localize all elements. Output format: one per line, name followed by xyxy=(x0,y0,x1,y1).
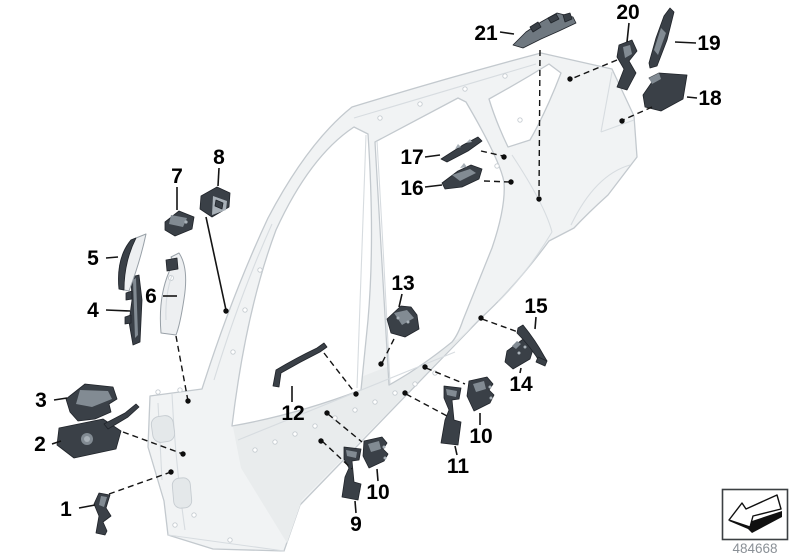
callout-16[interactable]: 16 xyxy=(400,177,423,200)
callout-14[interactable]: 14 xyxy=(509,373,533,396)
attachment-dots xyxy=(168,76,625,475)
installation-direction-arrow-icon xyxy=(728,494,782,533)
callout-15[interactable]: 15 xyxy=(524,295,548,318)
part-shape-13 xyxy=(386,305,420,338)
callout-13[interactable]: 13 xyxy=(391,272,414,295)
front-door-opening xyxy=(231,126,373,427)
part-shape-18 xyxy=(642,72,688,112)
rear-door-opening xyxy=(374,97,505,386)
part-shape-6 xyxy=(159,252,187,336)
callout-10-rear[interactable]: 10 xyxy=(469,425,492,448)
part-shape-17 xyxy=(440,136,483,163)
diagram-footer: 484668 xyxy=(721,488,789,556)
callout-10-front[interactable]: 10 xyxy=(366,481,389,504)
part-shape-12 xyxy=(272,342,328,388)
part-shape-10-front xyxy=(362,436,389,469)
callout-5[interactable]: 5 xyxy=(87,247,99,270)
document-number: 484668 xyxy=(732,541,777,556)
part-shape-15 xyxy=(516,324,548,367)
part-shape-11 xyxy=(440,385,462,446)
part-shape-19 xyxy=(648,7,675,69)
callout-11[interactable]: 11 xyxy=(447,455,470,478)
callout-17[interactable]: 17 xyxy=(400,146,423,169)
callout-4[interactable]: 4 xyxy=(87,299,99,322)
part-shape-16 xyxy=(441,163,483,190)
part-shape-2 xyxy=(56,403,140,459)
part-shape-10-rear xyxy=(466,376,495,412)
part-shape-8 xyxy=(199,186,231,218)
callout-labels: 1 2 3 4 5 6 7 8 9 10 10 11 12 13 14 15 1… xyxy=(34,1,722,536)
callout-1[interactable]: 1 xyxy=(60,498,72,521)
part-shape-5 xyxy=(118,233,147,292)
part-shape-9 xyxy=(341,446,362,501)
callout-6[interactable]: 6 xyxy=(145,285,157,308)
callout-18[interactable]: 18 xyxy=(698,87,722,110)
part-shape-1 xyxy=(93,492,112,536)
part-shape-21 xyxy=(512,12,577,49)
part-shape-4 xyxy=(124,274,143,346)
leader-lines xyxy=(51,22,698,514)
callout-21[interactable]: 21 xyxy=(474,22,498,45)
part-shape-7 xyxy=(164,210,195,237)
callout-8[interactable]: 8 xyxy=(213,146,225,169)
part-shapes xyxy=(56,7,688,536)
callout-3[interactable]: 3 xyxy=(35,389,47,412)
callout-9[interactable]: 9 xyxy=(350,513,362,536)
callout-2[interactable]: 2 xyxy=(34,433,46,456)
car-body-side-frame xyxy=(147,52,638,552)
callout-19[interactable]: 19 xyxy=(697,32,720,55)
spot-weld-holes xyxy=(155,73,523,543)
part-shape-20 xyxy=(616,39,638,91)
callout-20[interactable]: 20 xyxy=(616,1,639,24)
callout-7[interactable]: 7 xyxy=(171,165,183,188)
quarter-window-opening xyxy=(488,63,562,148)
callout-12[interactable]: 12 xyxy=(281,402,304,425)
part-shape-3 xyxy=(65,383,118,422)
